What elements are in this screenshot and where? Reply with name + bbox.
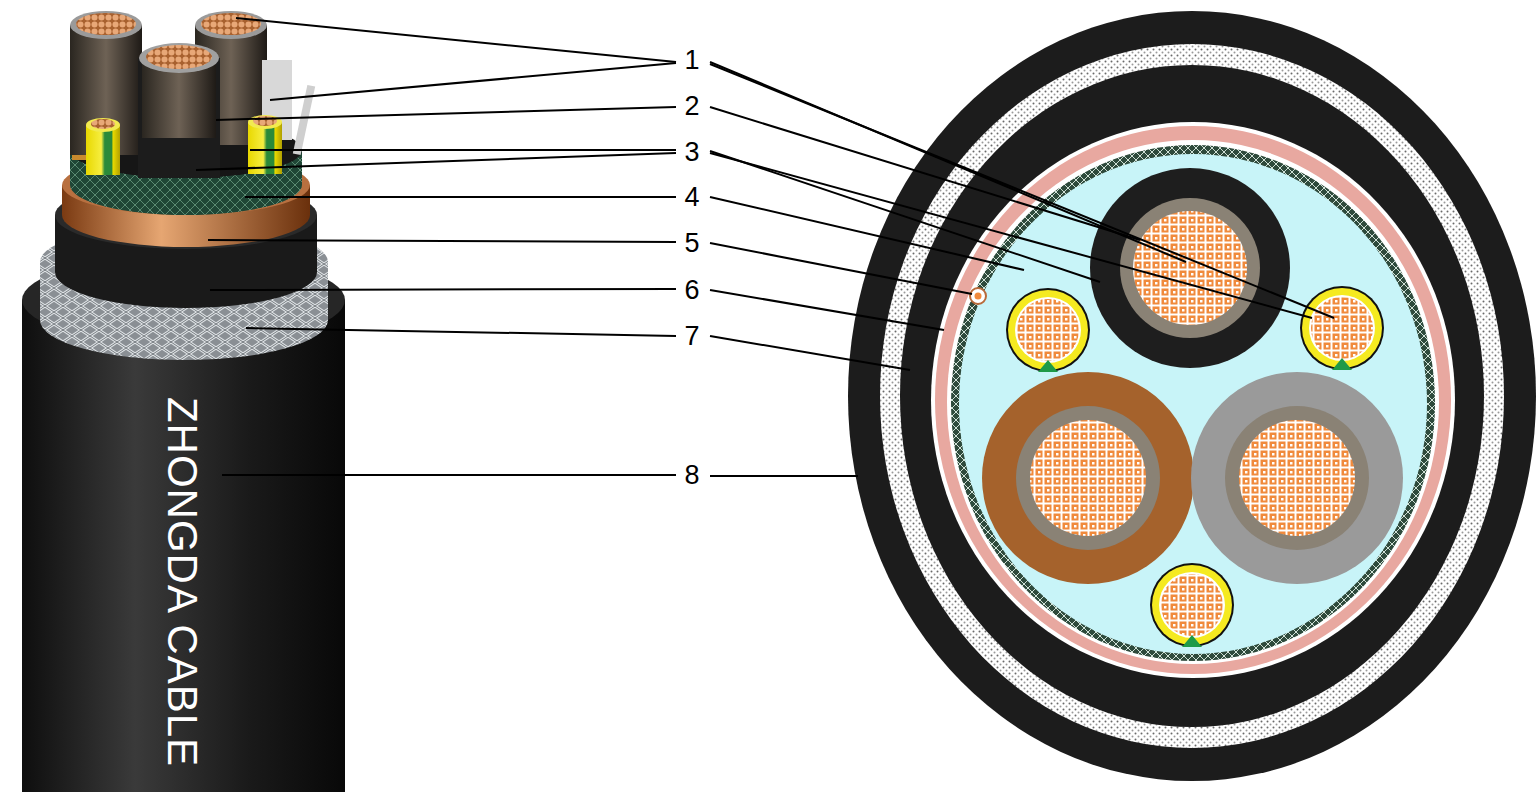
callout-number: 8 (684, 462, 699, 489)
callout-number: 6 (684, 277, 699, 304)
callout-number: 5 (684, 230, 699, 257)
callout-number: 1 (684, 47, 699, 74)
cable-marking: ZHONGDA CABLE (161, 397, 203, 767)
callout-number: 2 (684, 93, 699, 120)
callout-number: 4 (684, 184, 699, 211)
callout-number: 7 (684, 323, 699, 350)
leader-lines (196, 18, 1334, 476)
callout-number: 3 (684, 139, 699, 166)
